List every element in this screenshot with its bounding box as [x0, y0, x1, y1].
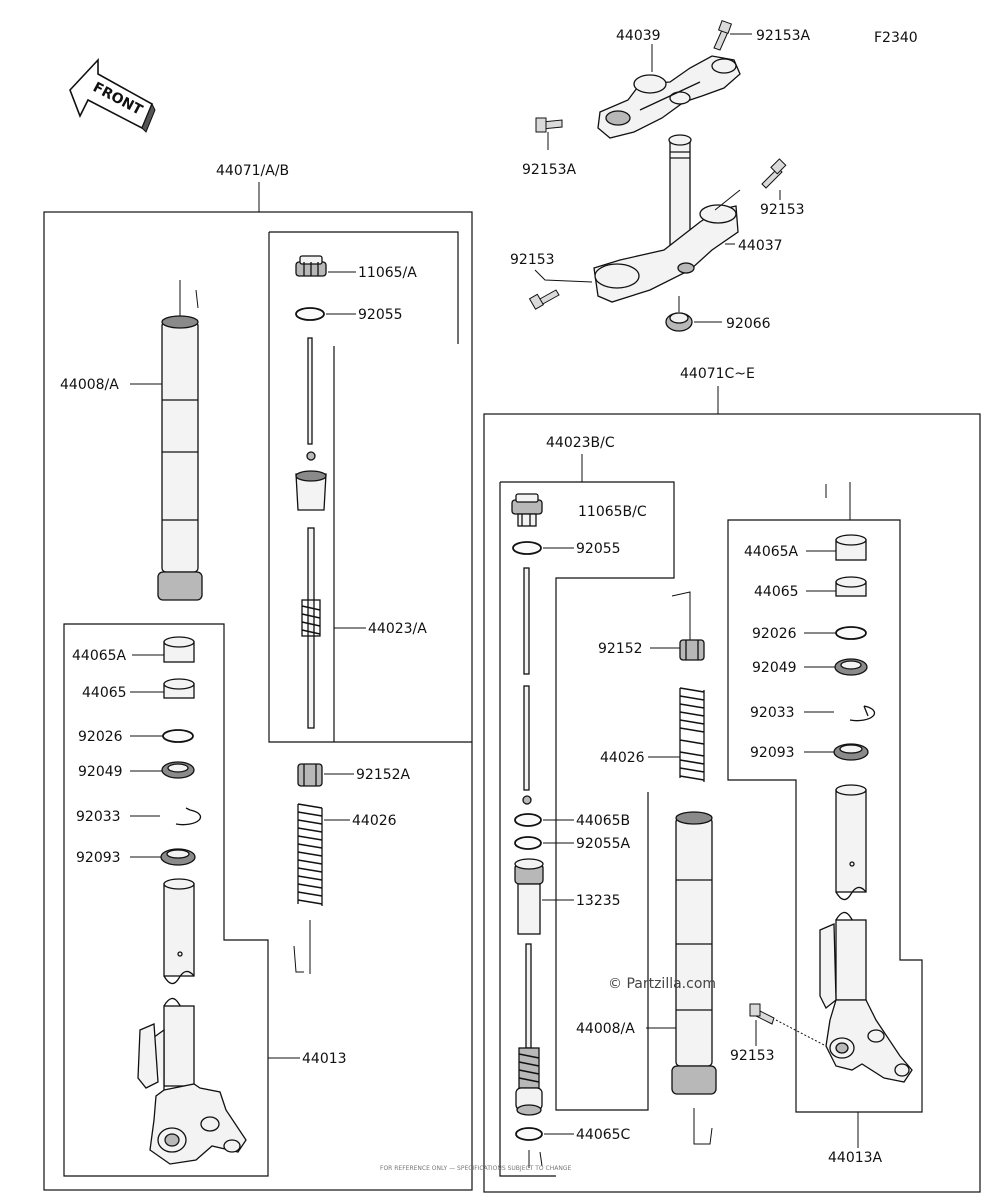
callout-92055-right[interactable]: 92055: [576, 541, 621, 557]
inner-tube-axle-bracket-right[interactable]: [819, 784, 913, 1083]
callout-44065B[interactable]: 44065B: [576, 813, 630, 829]
callout-92066[interactable]: 92066: [726, 316, 771, 332]
callout-92055A[interactable]: 92055A: [576, 836, 631, 852]
callout-13235[interactable]: 13235: [576, 893, 621, 909]
circlip-92033-right[interactable]: [849, 705, 876, 722]
callout-92055-left[interactable]: 92055: [358, 307, 403, 323]
oil-seal-92049-right[interactable]: [834, 658, 868, 676]
lower-leg-box-left: [63, 623, 269, 1177]
cylinder-13235[interactable]: [514, 858, 544, 935]
callout-92049-left[interactable]: 92049: [78, 764, 123, 780]
bush-44065A-left[interactable]: [163, 636, 195, 663]
bolt-92153A-top[interactable]: [713, 19, 733, 51]
bush-44065A-right[interactable]: [835, 534, 867, 561]
dust-seal-92093-left[interactable]: [160, 848, 196, 866]
nut-92152A[interactable]: [297, 763, 323, 787]
outer-tube-44008A-left[interactable]: [157, 280, 203, 601]
callout-92152A[interactable]: 92152A: [356, 767, 411, 783]
damper-box-right: [500, 481, 675, 1111]
callout-44026-left[interactable]: 44026: [352, 813, 397, 829]
washer-92026-left[interactable]: [162, 729, 194, 743]
o-ring-92055-left[interactable]: [295, 307, 325, 321]
bolt-92153-top[interactable]: [761, 158, 787, 189]
nut-92152[interactable]: [679, 639, 705, 661]
callout-44037[interactable]: 44037: [738, 238, 783, 254]
oil-seal-92049-left[interactable]: [161, 761, 195, 779]
spring-44026-left[interactable]: [297, 803, 323, 906]
assembly-label-left[interactable]: 44071/A/B: [216, 163, 289, 179]
callout-44065C[interactable]: 44065C: [576, 1127, 631, 1143]
outer-tube-44008A-right[interactable]: [671, 811, 717, 1095]
callout-11065A[interactable]: 11065/A: [358, 265, 417, 281]
cartridge-rod-right[interactable]: [515, 943, 543, 1116]
leader-92153-top-2: [714, 189, 741, 211]
damper-box-left: [269, 231, 459, 344]
spring-44026-right[interactable]: [679, 687, 705, 782]
stem-lower-clamp[interactable]: [593, 134, 739, 303]
top-cap-11065A[interactable]: [295, 255, 327, 277]
washer-92026-right[interactable]: [835, 626, 867, 640]
callout-44065A-right[interactable]: 44065A: [744, 544, 799, 560]
damper-rod-left[interactable]: [295, 337, 327, 729]
callout-92153A-left[interactable]: 92153A: [522, 162, 577, 178]
bush-44065-left[interactable]: [163, 678, 195, 699]
o-ring-92055A[interactable]: [514, 836, 542, 850]
circlip-92033-left[interactable]: [175, 807, 202, 826]
upper-triple-clamp[interactable]: [597, 55, 741, 139]
callout-92033-left[interactable]: 92033: [76, 809, 121, 825]
assembly-box-right: [483, 413, 981, 1193]
callout-92026-right[interactable]: 92026: [752, 626, 797, 642]
damper-rod-right[interactable]: [522, 567, 532, 805]
watermark: © Partzilla.com: [608, 976, 716, 992]
callout-44008A-left[interactable]: 44008/A: [60, 377, 119, 393]
callout-44065-left[interactable]: 44065: [82, 685, 127, 701]
callout-44013A[interactable]: 44013A: [828, 1150, 883, 1166]
dust-seal-92093-right[interactable]: [833, 743, 869, 761]
callout-44023BC[interactable]: 44023B/C: [546, 435, 615, 451]
callout-92153-top[interactable]: 92153: [760, 202, 805, 218]
callout-11065BC[interactable]: 11065B/C: [578, 504, 647, 520]
inner-tube-axle-bracket-left[interactable]: [137, 878, 247, 1165]
bolt-92153-right[interactable]: [749, 1003, 775, 1025]
stem-seal-92066[interactable]: [665, 312, 693, 332]
callout-44026-right[interactable]: 44026: [600, 750, 645, 766]
figure-code: F2340: [874, 30, 918, 46]
callout-44039[interactable]: 44039: [616, 28, 661, 44]
leader-92153-left: [534, 269, 593, 283]
bolt-92153-left[interactable]: [528, 289, 560, 310]
callout-92153-left[interactable]: 92153: [510, 252, 555, 268]
front-arrow-icon: FRONT: [69, 57, 156, 133]
callout-44065-right[interactable]: 44065: [754, 584, 799, 600]
callout-92026-left[interactable]: 92026: [78, 729, 123, 745]
bolt-92153A-left[interactable]: [535, 117, 563, 133]
top-cap-11065BC[interactable]: [511, 493, 543, 527]
callout-92093-right[interactable]: 92093: [750, 745, 795, 761]
lower-leg-box-right: [727, 519, 923, 1113]
bush-44065-right[interactable]: [835, 576, 867, 597]
assembly-label-right[interactable]: 44071C~E: [680, 366, 755, 382]
o-ring-92055-right[interactable]: [512, 541, 542, 555]
callout-92093-left[interactable]: 92093: [76, 850, 121, 866]
callout-44023A[interactable]: 44023/A: [368, 621, 427, 637]
washer-44065B[interactable]: [514, 813, 542, 827]
callout-92153-right[interactable]: 92153: [730, 1048, 775, 1064]
callout-44065A-left[interactable]: 44065A: [72, 648, 127, 664]
callout-92049-right[interactable]: 92049: [752, 660, 797, 676]
callout-92152[interactable]: 92152: [598, 641, 643, 657]
washer-44065C[interactable]: [515, 1127, 543, 1141]
callout-92033-right[interactable]: 92033: [750, 705, 795, 721]
footer-fine-print: FOR REFERENCE ONLY — SPECIFICATIONS SUBJ…: [380, 1165, 571, 1172]
callout-44013[interactable]: 44013: [302, 1051, 347, 1067]
callout-92153A-top[interactable]: 92153A: [756, 28, 811, 44]
callout-44008A-right[interactable]: 44008/A: [576, 1021, 635, 1037]
assembly-box-left: [43, 211, 473, 1191]
